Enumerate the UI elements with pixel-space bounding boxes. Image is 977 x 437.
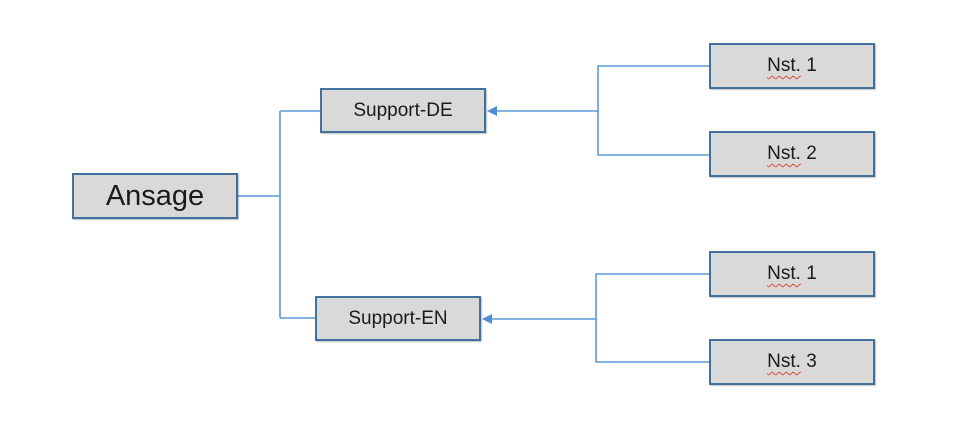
nst-number: 2 xyxy=(806,143,817,164)
arrowhead-support-de xyxy=(487,106,497,116)
node-de-nst-2[interactable]: Nst. 2 xyxy=(709,131,875,177)
node-support-en[interactable]: Support-EN xyxy=(315,296,481,341)
arrowhead-support-en xyxy=(482,314,492,324)
node-ansage[interactable]: Ansage xyxy=(72,173,238,219)
node-en-nst-3-label: Nst. 3 xyxy=(767,351,817,373)
node-support-de[interactable]: Support-DE xyxy=(320,88,486,133)
node-en-nst-1-label: Nst. 1 xyxy=(767,263,817,285)
nst-word: Nst. xyxy=(767,263,801,284)
node-support-en-label: Support-EN xyxy=(348,307,448,329)
nst-word: Nst. xyxy=(767,55,801,76)
nst-number: 1 xyxy=(806,55,817,76)
connector-root-trunk xyxy=(238,110,321,319)
node-support-de-label: Support-DE xyxy=(353,99,453,121)
node-en-nst-1[interactable]: Nst. 1 xyxy=(709,251,875,297)
node-ansage-label: Ansage xyxy=(105,179,205,212)
node-de-nst-1-label: Nst. 1 xyxy=(767,55,817,77)
node-en-nst-3[interactable]: Nst. 3 xyxy=(709,339,875,385)
node-de-nst-1[interactable]: Nst. 1 xyxy=(709,43,875,89)
node-de-nst-2-label: Nst. 2 xyxy=(767,143,817,165)
nst-word: Nst. xyxy=(767,143,801,164)
connector-support-en-bracket xyxy=(490,273,710,363)
connector-support-de-bracket xyxy=(495,65,710,156)
nst-number: 1 xyxy=(806,263,817,284)
nst-word: Nst. xyxy=(767,351,801,372)
nst-number: 3 xyxy=(806,351,817,372)
